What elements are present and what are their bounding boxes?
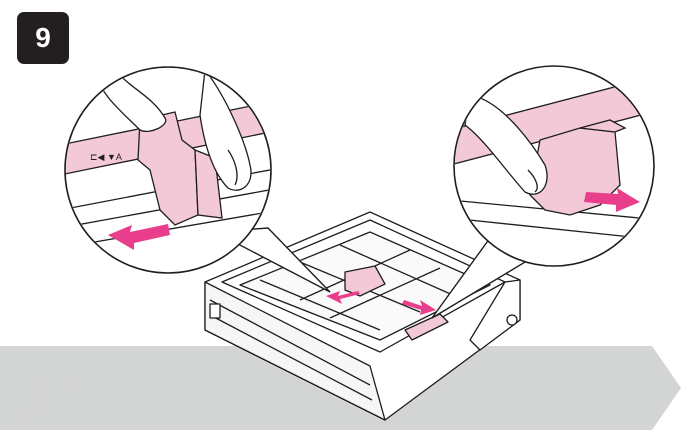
tray-front-edge-2 [209, 314, 373, 401]
arrow-right-icon [402, 300, 436, 315]
tray-rib-1 [259, 279, 381, 331]
tray-rib-5 [329, 267, 441, 319]
right-guide-clip-top [579, 119, 627, 133]
tray-length-guide[interactable] [344, 265, 386, 297]
tray-label-slot [209, 303, 221, 319]
tray-right-wall [469, 279, 521, 351]
left-guide-clip[interactable] [137, 111, 199, 226]
arrow-left-icon [326, 291, 360, 304]
arrow-left-icon [108, 224, 170, 250]
instruction-band [0, 346, 48, 430]
tray-front-face [204, 281, 386, 421]
right-finger-nail [527, 169, 538, 193]
tray-width-guide[interactable] [404, 313, 449, 341]
left-callout: ⊏◀ ▼A ▼B [64, 66, 331, 293]
left-finger-thumb [199, 68, 252, 191]
left-rail-line-3 [66, 209, 270, 249]
step-number-badge: 9 [17, 12, 69, 64]
tray-arrows [326, 291, 436, 315]
left-thumb-nail [227, 149, 238, 186]
tray-front-edge [209, 299, 371, 386]
left-size-mark: ⊏◀ ▼A [90, 152, 122, 162]
right-finger [464, 94, 548, 195]
right-callout [431, 65, 655, 319]
tray-knob [506, 314, 518, 326]
instruction-band-join [20, 346, 76, 430]
tray-rib-3 [339, 244, 456, 297]
arrow-right-icon [584, 188, 640, 212]
